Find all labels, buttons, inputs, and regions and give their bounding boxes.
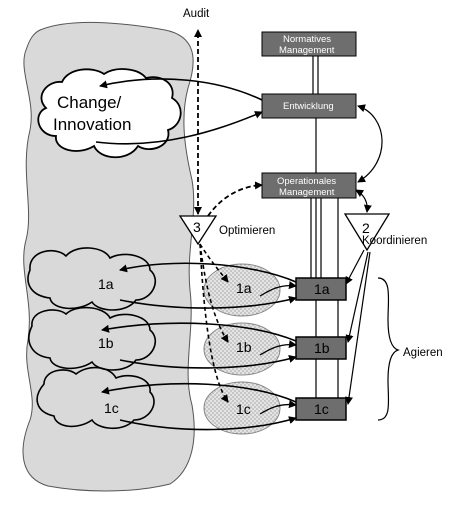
entwicklung-to-change-arrow xyxy=(99,78,263,101)
normatives-line1: Normatives xyxy=(283,34,331,45)
agieren-label: Agieren xyxy=(403,347,443,359)
box-normatives-management xyxy=(261,31,357,57)
audit-to-1a-arrow xyxy=(199,243,229,283)
change-to-entwicklung-arrow xyxy=(95,111,263,145)
entwicklung-label: Entwicklung xyxy=(283,101,334,112)
loop-1b-top xyxy=(101,322,297,342)
triangle-3-label: 3 xyxy=(193,219,201,235)
environment-1b-label: 1b xyxy=(98,335,114,351)
koordinieren-to-1c xyxy=(345,251,371,405)
operation-1a-label: 1a xyxy=(236,280,252,296)
normatives-line2: Management xyxy=(279,45,335,56)
change-innovation-cloud xyxy=(37,68,182,159)
audit-to-1c-arrow xyxy=(199,243,229,403)
operationales-to-koordinieren-arrow xyxy=(355,189,372,213)
environment-1c-label: 1c xyxy=(104,400,119,416)
loop-1c-inner xyxy=(259,400,297,415)
loop-1b-bottom xyxy=(119,355,297,369)
box-operationales-management xyxy=(261,172,357,199)
koordinieren-to-1a xyxy=(345,249,365,285)
loop-1a-inner xyxy=(259,281,297,297)
environment-1a-outline xyxy=(27,247,156,311)
agieren-brace xyxy=(377,277,400,421)
operation-1c-label: 1c xyxy=(236,401,251,417)
operationales-line2: Management xyxy=(279,187,335,198)
triangle-3 xyxy=(178,215,218,246)
environment-1a-label: 1a xyxy=(98,276,114,292)
triangle-2 xyxy=(343,213,391,252)
operation-1b-label: 1b xyxy=(236,339,252,355)
loop-1c-top xyxy=(101,382,297,403)
box-entwicklung xyxy=(261,93,357,119)
box-1a-label: 1a xyxy=(314,281,330,297)
audit-to-1b-arrow xyxy=(199,243,229,343)
box-1c xyxy=(295,397,347,421)
koordinieren-label: Koordinieren xyxy=(362,235,427,247)
optimieren-dashed-arrow xyxy=(207,181,263,217)
triangle-2-label: 2 xyxy=(362,220,370,236)
innovation-label: Innovation xyxy=(53,115,131,134)
loop-1a-top xyxy=(119,262,297,283)
entwicklung-operationales-arrow xyxy=(357,104,383,183)
operationales-line1: Operationales xyxy=(277,176,336,187)
optimieren-label: Optimieren xyxy=(219,225,275,237)
change-label: Change/ xyxy=(57,93,122,112)
loop-1b-inner xyxy=(259,340,297,356)
loop-1c-bottom xyxy=(119,416,297,431)
box-1b-label: 1b xyxy=(314,340,330,356)
audit-label: Audit xyxy=(183,8,210,20)
environment-1c-outline xyxy=(36,366,155,430)
koordinieren-to-1b xyxy=(345,251,369,343)
box-1c-label: 1c xyxy=(314,401,329,417)
environment-1b-outline xyxy=(28,306,156,371)
loop-1a-bottom xyxy=(119,295,297,309)
